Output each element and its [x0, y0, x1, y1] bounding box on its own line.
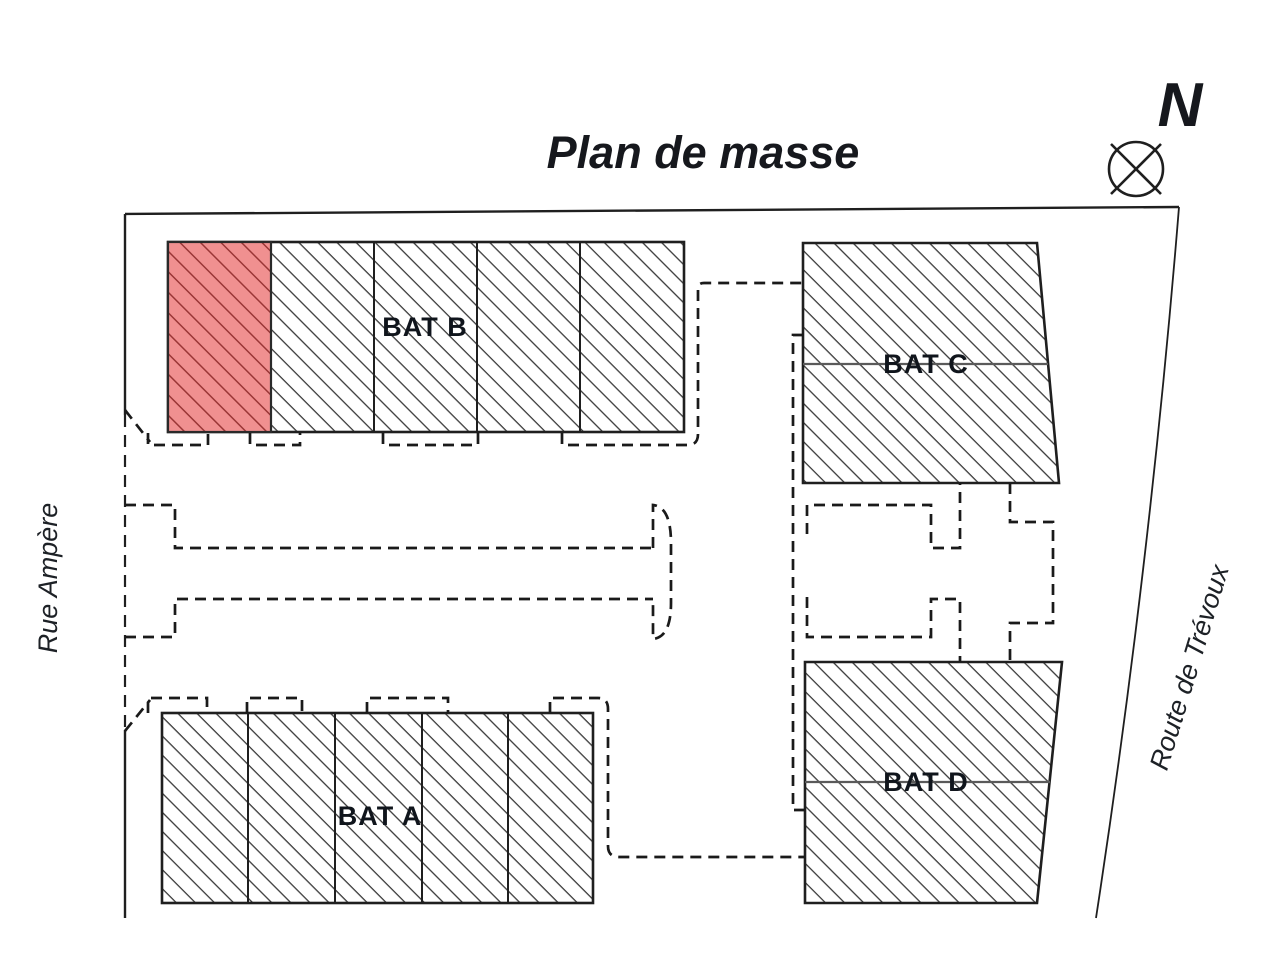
bat-d-label: BAT D [883, 767, 969, 797]
north-letter: N [1158, 71, 1204, 140]
bat-b-section-dividers [373, 242, 581, 432]
north-cross-line [1110, 143, 1162, 195]
dashed-paths [123, 281, 1055, 859]
bat-b-highlighted-section [166, 240, 273, 434]
building-bat-b: BAT B [166, 240, 686, 434]
site-boundary [123, 205, 1180, 919]
boundary-top [124, 205, 1180, 216]
street-label-route-de-trevoux: Route de Trévoux [1144, 560, 1235, 774]
north-circle-icon [1107, 140, 1165, 198]
bat-cd-east-connector-dashed [1008, 483, 1055, 662]
bat-a-surround-dashed [123, 696, 805, 859]
building-bat-a: BAT A [160, 711, 595, 905]
road-edge-line [1095, 206, 1180, 919]
bat-a-label: BAT A [338, 801, 422, 831]
street-label-rue-ampere: Rue Ampère [33, 503, 63, 654]
north-symbol: N [1107, 71, 1204, 198]
bat-b-label: BAT B [382, 312, 468, 342]
walkway-corridor-dashed [125, 503, 673, 641]
building-bat-d: BAT D [803, 660, 1064, 905]
bat-a-section-dividers [247, 713, 509, 903]
bat-a-body [160, 711, 595, 905]
bat-d-north-notch-dashed [805, 597, 962, 662]
plan-title: Plan de masse [547, 127, 860, 178]
bat-cd-west-dashed [791, 333, 805, 812]
building-bat-c: BAT C [801, 241, 1061, 485]
bat-c-label: BAT C [883, 349, 969, 379]
bat-c-south-notch-dashed [805, 483, 962, 550]
bat-b-surround-dashed [123, 281, 803, 447]
